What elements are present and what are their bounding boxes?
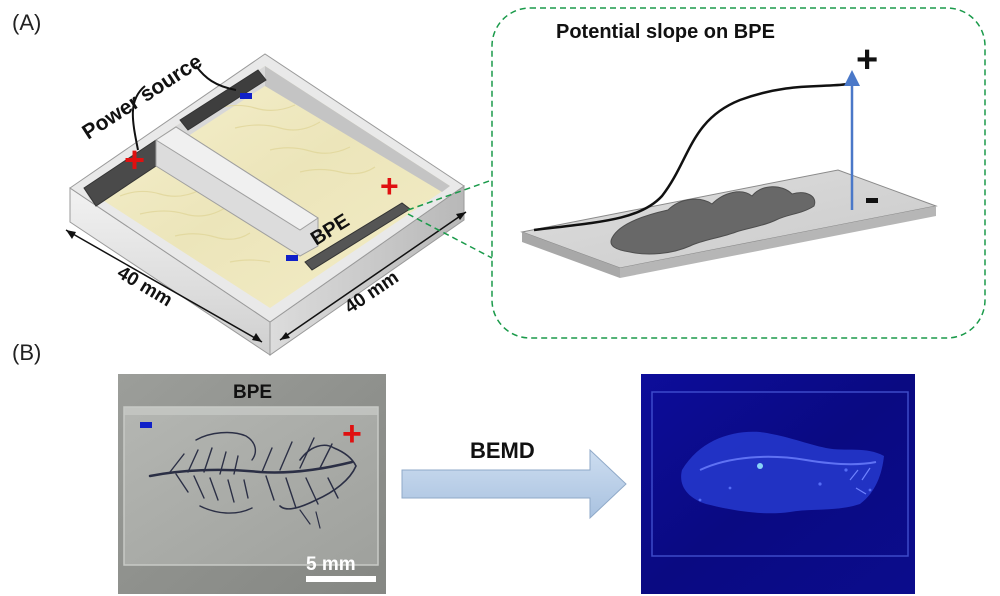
photo-minus-sign (140, 422, 152, 428)
inset-title: Potential slope on BPE (556, 21, 775, 43)
fluorescence-highlight (699, 455, 877, 471)
fluorescence-dots (698, 463, 872, 502)
bpe-photo: + BPE 5 mm (118, 374, 386, 594)
bpe-photo-dendrites (148, 431, 357, 529)
zoom-connector-bottom (407, 213, 493, 259)
inset-minus-sign (866, 198, 878, 203)
scale-bar (306, 576, 376, 582)
dimension-left (65, 229, 263, 343)
bemd-arrow-shape (401, 448, 627, 520)
power-lead-right (195, 65, 237, 91)
bpe-photo-glass (123, 406, 379, 566)
bemd-arrow (401, 448, 627, 520)
bemd-label: BEMD (470, 438, 535, 463)
bpe-anodic-plus-sign: + (380, 168, 399, 204)
cell-back-right-inner-wall (265, 66, 450, 192)
inset-plus-sign: + (856, 39, 878, 81)
potential-curve (533, 82, 849, 232)
dimension-right (279, 211, 467, 341)
bpe-cathodic-minus-sign (286, 255, 298, 261)
inset-dendrite-deposit (610, 186, 816, 255)
potential-arrow-head (844, 70, 860, 86)
fluorescence-deposit (681, 431, 884, 514)
cathode-electrode-plate (179, 69, 267, 131)
electrochemical-cell (69, 53, 465, 356)
inset-border (491, 7, 986, 339)
divider-wall-top (155, 126, 319, 231)
power-lead-left (131, 85, 146, 151)
inset-slab-front-edge (522, 232, 620, 278)
zoom-connector-top (407, 179, 493, 211)
fluorescence-photo (641, 374, 915, 594)
anode-plus-sign: + (124, 139, 145, 180)
panel-a-label: (A) (12, 10, 41, 35)
inset-slab-side-edge (620, 206, 936, 278)
bpe-label-b: BPE (233, 382, 272, 403)
bpe-photo-glass-edge (124, 407, 378, 415)
cathode-minus-sign (240, 93, 252, 99)
photo-plus-sign: + (342, 415, 362, 453)
potential-slope-inset: Potential slope on BPE + (491, 7, 986, 339)
fluorescence-glass-outline (651, 391, 909, 557)
fluorescence-branches (849, 467, 871, 495)
scale-bar-label: 5 mm (306, 554, 356, 575)
panel-b-label: (B) (12, 340, 41, 365)
